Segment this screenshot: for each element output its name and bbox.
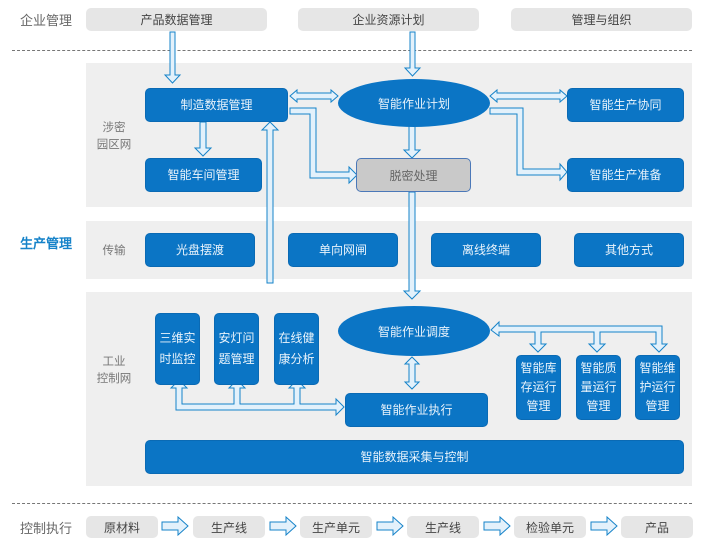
- level-label-production: 生产管理: [20, 237, 73, 252]
- transfer-item-disc[interactable]: 光盘摆渡: [145, 233, 255, 267]
- flow-step-production-unit[interactable]: 生产单元: [300, 516, 372, 538]
- divider-top: [12, 50, 692, 51]
- arrow-flow-1: [161, 515, 189, 537]
- arrow-flow-2: [269, 515, 297, 537]
- node-declassify[interactable]: 脱密处理: [356, 158, 471, 192]
- node-quality[interactable]: 智能质 量运行 管理: [576, 355, 621, 420]
- node-workshop[interactable]: 智能车间管理: [145, 158, 262, 192]
- node-maintenance[interactable]: 智能维 护运行 管理: [635, 355, 680, 420]
- zone-label-secret-park: 涉密 园区网: [96, 120, 132, 151]
- flow-step-production-line-2[interactable]: 生产线: [407, 516, 479, 538]
- node-data-collect[interactable]: 智能数据采集与控制: [145, 440, 684, 474]
- transfer-item-other[interactable]: 其他方式: [574, 233, 684, 267]
- arrow-flow-3: [376, 515, 404, 537]
- node-execute[interactable]: 智能作业执行: [345, 393, 488, 427]
- flow-step-production-line[interactable]: 生产线: [193, 516, 265, 538]
- level-label-enterprise: 企业管理: [20, 14, 73, 29]
- transfer-item-offline[interactable]: 离线终端: [431, 233, 541, 267]
- arrow-flow-4: [483, 515, 511, 537]
- flow-step-inspection-unit[interactable]: 检验单元: [514, 516, 586, 538]
- node-health[interactable]: 在线健 康分析: [274, 313, 319, 385]
- zone-label-transfer: 传输: [102, 243, 126, 257]
- enterprise-item-org[interactable]: 管理与组织: [511, 8, 692, 31]
- zone-label-industrial: 工业 控制网: [96, 354, 132, 385]
- node-mfg-data[interactable]: 制造数据管理: [145, 88, 288, 122]
- node-job-plan[interactable]: 智能作业计划: [338, 79, 490, 127]
- flow-step-raw-material[interactable]: 原材料: [86, 516, 158, 538]
- node-coop[interactable]: 智能生产协同: [567, 88, 684, 122]
- arrow-flow-5: [590, 515, 618, 537]
- transfer-item-gateway[interactable]: 单向网闸: [288, 233, 398, 267]
- level-label-control: 控制执行: [20, 522, 73, 537]
- node-dispatch[interactable]: 智能作业调度: [338, 306, 490, 356]
- enterprise-item-erp[interactable]: 企业资源计划: [298, 8, 479, 31]
- flow-step-product[interactable]: 产品: [621, 516, 693, 538]
- node-prep[interactable]: 智能生产准备: [567, 158, 684, 192]
- node-andon[interactable]: 安灯问 题管理: [214, 313, 259, 385]
- enterprise-item-pdm[interactable]: 产品数据管理: [86, 8, 267, 31]
- node-warehouse[interactable]: 智能库 存运行 管理: [516, 355, 561, 420]
- node-3d-monitor[interactable]: 三维实 时监控: [155, 313, 200, 385]
- divider-bottom: [12, 503, 692, 504]
